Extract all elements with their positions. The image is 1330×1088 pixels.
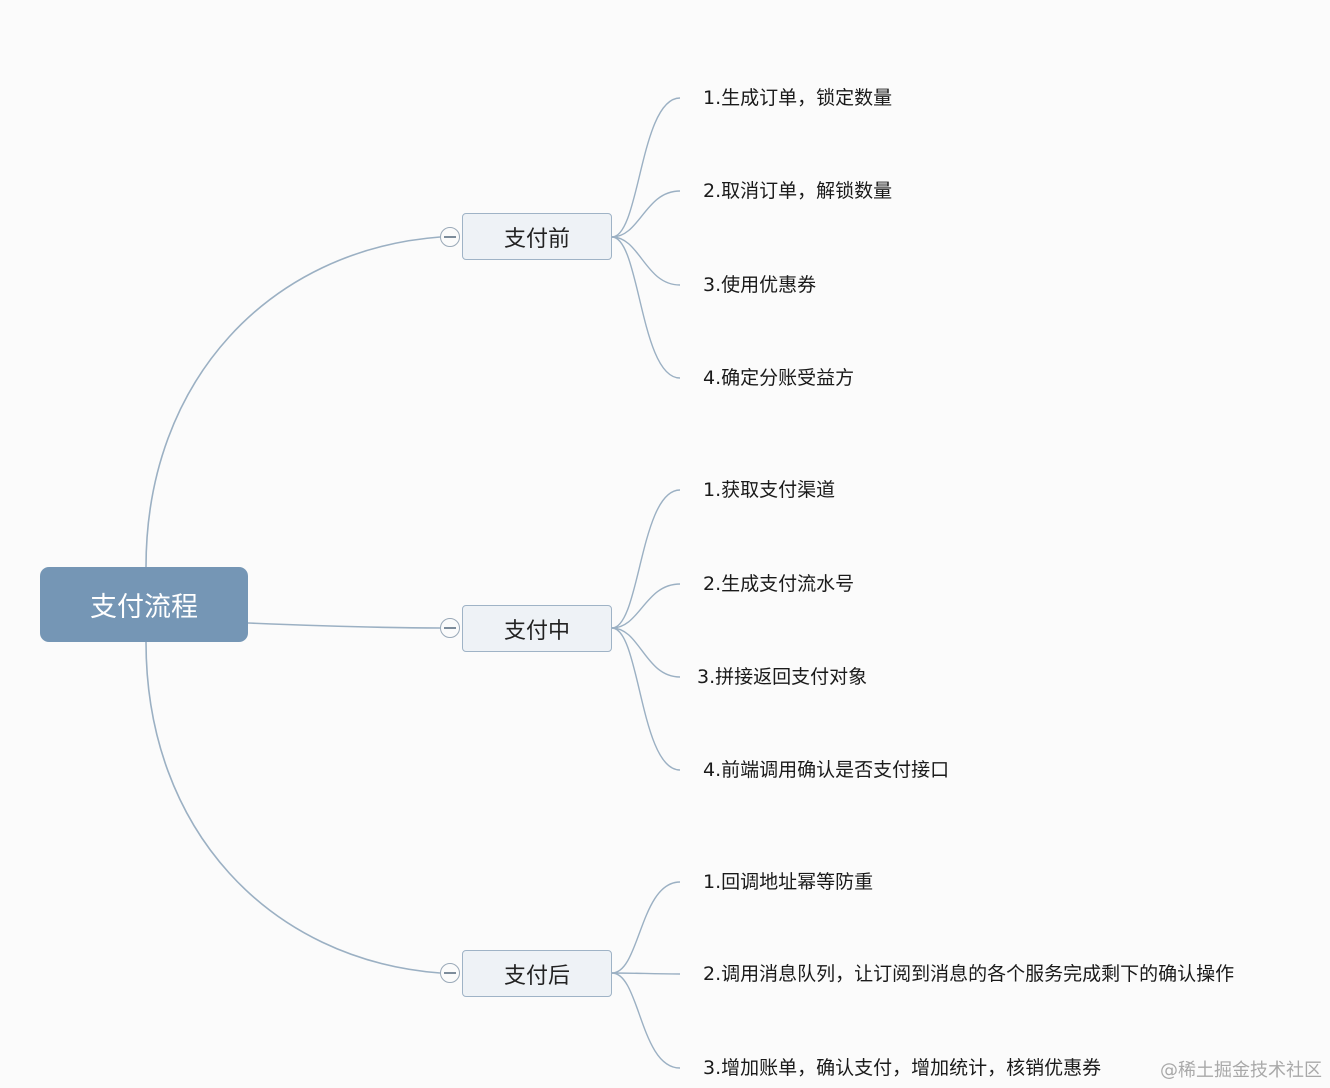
connector-branch-1-leaf-0 xyxy=(611,489,681,629)
leaf-node-2-0[interactable]: 1.回调地址幂等防重 xyxy=(703,871,874,893)
connector-root-to-branch-0 xyxy=(145,236,441,568)
branch-label-2: 支付后 xyxy=(503,963,570,989)
leaf-node-2-2[interactable]: 3.增加账单，确认支付，增加统计，核销优惠券 xyxy=(703,1057,1102,1079)
connector-root-to-branch-2 xyxy=(145,641,441,974)
connector-branch-1-leaf-3 xyxy=(611,627,681,771)
connector-branch-2-leaf-0 xyxy=(611,881,681,974)
connector-branch-1-leaf-2 xyxy=(611,627,681,678)
collapse-toggle-branch-1[interactable] xyxy=(440,618,460,638)
leaf-node-1-2[interactable]: 3.拼接返回支付对象 xyxy=(697,666,868,688)
root-topic-node[interactable]: 支付流程 xyxy=(40,567,248,642)
connector-branch-2-leaf-2 xyxy=(611,972,681,1069)
connector-branch-1-leaf-1 xyxy=(611,583,681,629)
leaf-node-0-2[interactable]: 3.使用优惠券 xyxy=(703,274,817,296)
branch-label-1: 支付中 xyxy=(503,618,570,644)
leaf-node-0-3[interactable]: 4.确定分账受益方 xyxy=(703,367,855,389)
connector-branch-0-leaf-0 xyxy=(611,97,681,238)
leaf-node-1-1[interactable]: 2.生成支付流水号 xyxy=(703,573,855,595)
connector-root-to-branch-1 xyxy=(247,622,441,629)
connector-branch-2-leaf-1 xyxy=(611,972,681,975)
branch-label-0: 支付前 xyxy=(503,226,570,252)
leaf-node-2-1[interactable]: 2.调用消息队列，让订阅到消息的各个服务完成剩下的确认操作 xyxy=(703,963,1235,985)
connector-branch-0-leaf-2 xyxy=(611,236,681,286)
leaf-node-1-0[interactable]: 1.获取支付渠道 xyxy=(703,479,836,501)
leaf-node-0-1[interactable]: 2.取消订单，解锁数量 xyxy=(703,180,893,202)
branch-node-2[interactable]: 支付后 xyxy=(462,950,612,997)
branch-node-0[interactable]: 支付前 xyxy=(462,213,612,260)
leaf-node-0-0[interactable]: 1.生成订单，锁定数量 xyxy=(703,87,893,109)
collapse-toggle-branch-0[interactable] xyxy=(440,227,460,247)
connector-branch-0-leaf-1 xyxy=(611,190,681,238)
collapse-toggle-branch-2[interactable] xyxy=(440,963,460,983)
connector-branch-0-leaf-3 xyxy=(611,236,681,379)
leaf-node-1-3[interactable]: 4.前端调用确认是否支付接口 xyxy=(703,759,950,781)
branch-node-1[interactable]: 支付中 xyxy=(462,605,612,652)
watermark-text: @稀土掘金技术社区 xyxy=(1160,1060,1322,1081)
root-topic-label: 支付流程 xyxy=(90,592,198,623)
